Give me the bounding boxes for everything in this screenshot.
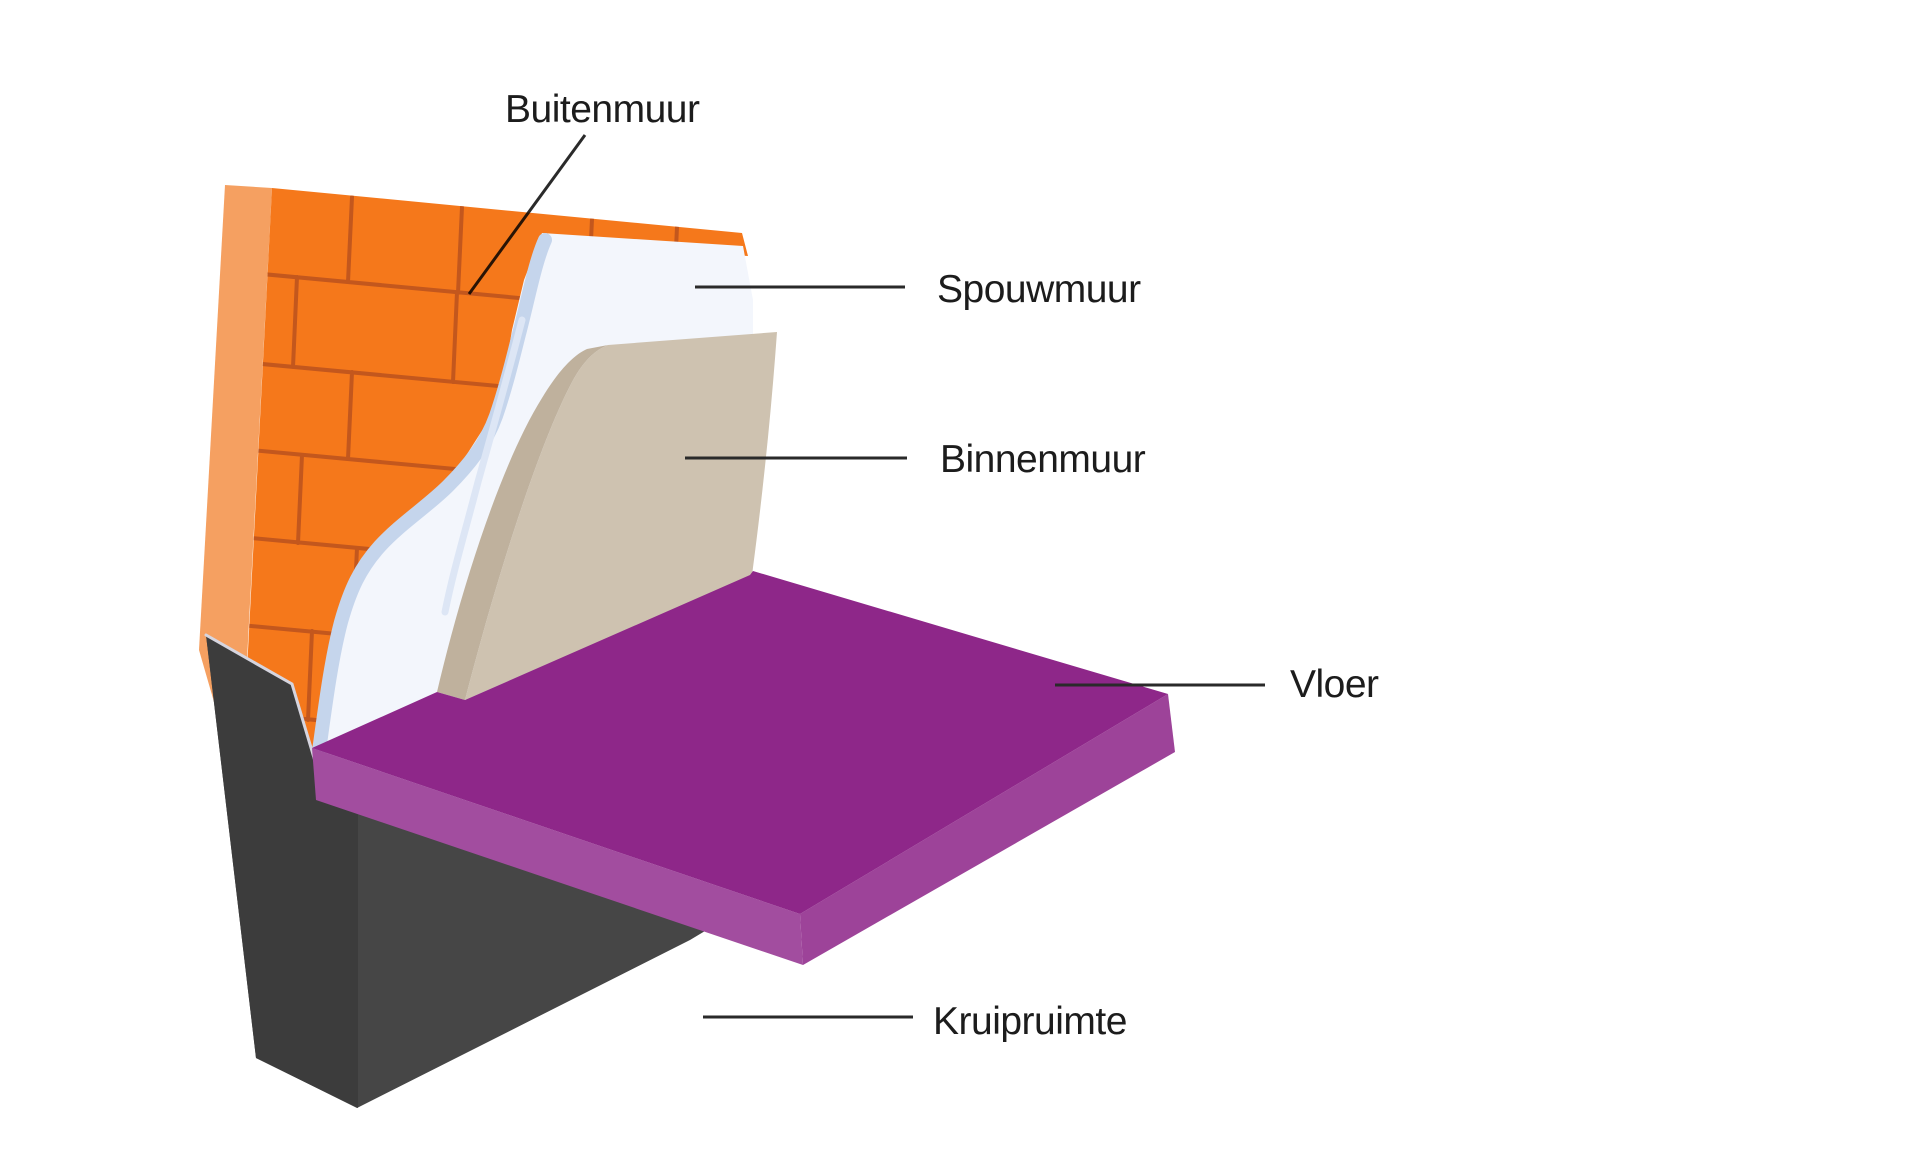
foundation-side-face <box>206 635 358 1108</box>
insulation-inner-wave <box>441 316 526 616</box>
floor-front-right-face <box>800 694 1175 965</box>
inner-wall-front-face <box>465 332 777 700</box>
vloer-label: Vloer <box>1290 663 1379 706</box>
kruipruimte-label: Kruipruimte <box>933 1000 1127 1043</box>
buitenmuur-leader-line <box>467 134 587 295</box>
buitenmuur-label: Buitenmuur <box>505 88 700 131</box>
floor-front-left-face <box>312 748 803 965</box>
inner-wall-side-face <box>437 345 608 700</box>
floor-top-face <box>312 571 1168 914</box>
binnenmuur-label: Binnenmuur <box>940 438 1146 481</box>
spouwmuur-label: Spouwmuur <box>937 268 1141 311</box>
outer-wall-front-face <box>240 188 748 805</box>
